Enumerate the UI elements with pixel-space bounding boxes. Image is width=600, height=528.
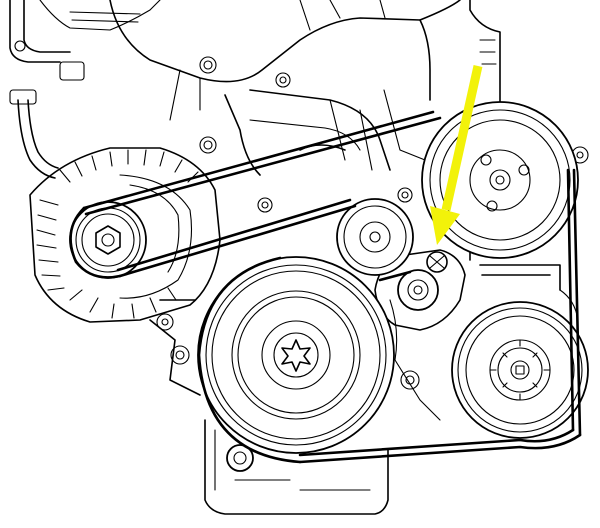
pulley-bolt-icon <box>486 200 498 212</box>
crankshaft-pulley-assembly <box>197 256 395 472</box>
idler-pulley <box>336 198 414 276</box>
crank-bolt-torx-icon <box>281 339 311 372</box>
ac-compressor-pulley <box>451 301 589 439</box>
pulley-bolt-icon <box>518 164 530 176</box>
alternator-nut-icon <box>95 225 121 255</box>
serpentine-belt <box>69 110 582 464</box>
tensioner-bolt-icon <box>426 251 448 273</box>
indicator-arrow <box>430 65 483 245</box>
ac-compressor-assembly <box>451 301 589 439</box>
upper-right-pulley-assembly <box>421 101 579 259</box>
pulley-bolt-icon <box>480 154 492 166</box>
alternator <box>29 147 221 331</box>
belt-tensioner <box>397 251 448 311</box>
arrow-head-icon <box>430 206 460 245</box>
power-steering-pulley <box>421 101 579 259</box>
